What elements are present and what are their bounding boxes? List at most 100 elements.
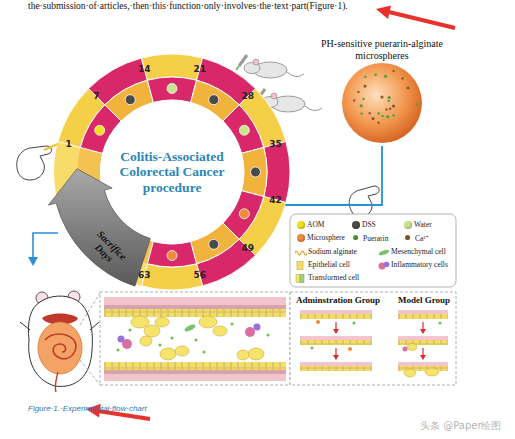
zoom-bracket bbox=[80, 360, 100, 385]
legend-label: Inflammatory cells bbox=[391, 260, 448, 270]
colon-tissue-panel bbox=[129, 329, 132, 332]
colon-tissue-panel bbox=[195, 339, 198, 342]
microsphere-dot bbox=[389, 108, 391, 110]
colon-tissue-panel bbox=[213, 326, 227, 336]
colon-tissue-panel bbox=[131, 316, 149, 328]
mouse-icon bbox=[239, 55, 247, 66]
mesenchymal-symbol bbox=[378, 249, 390, 257]
mouse-illustration bbox=[90, 322, 99, 330]
colon-tissue-panel bbox=[104, 362, 286, 370]
microsphere-dot bbox=[392, 105, 395, 108]
treatment-marker bbox=[239, 209, 249, 219]
watermark: 头条 @Paper绘图 bbox=[420, 419, 502, 433]
legend-label: Water bbox=[414, 220, 432, 230]
legend-swatch bbox=[405, 235, 410, 240]
group-comparison-panel bbox=[398, 336, 448, 340]
group-comparison-panel bbox=[311, 347, 314, 350]
colon-tissue-panel bbox=[104, 374, 286, 381]
legend-label: Transformed cell bbox=[308, 273, 359, 283]
group-comparison-panel bbox=[316, 320, 320, 324]
day-number: 7 bbox=[93, 91, 99, 101]
colon-tissue-panel bbox=[237, 350, 249, 360]
group-comparison-panel bbox=[403, 347, 408, 352]
day-number: 42 bbox=[269, 195, 282, 205]
sacrifice-arrow: Sacrifice Days bbox=[40, 160, 155, 300]
hand-icon bbox=[17, 146, 52, 180]
group-comparison-panel bbox=[290, 292, 456, 385]
mouse-illustration bbox=[28, 296, 92, 386]
legend-swatch bbox=[297, 234, 305, 242]
group-comparison-panel bbox=[353, 322, 356, 325]
inflammatory-symbol bbox=[384, 262, 390, 268]
group-comparison-panel bbox=[290, 292, 456, 385]
colon-tissue-panel bbox=[140, 336, 152, 346]
microsphere-dot bbox=[364, 76, 366, 78]
legend-label: Ca²⁺ bbox=[415, 234, 429, 244]
group-comparison-panel bbox=[422, 322, 423, 330]
colon-tissue-panel bbox=[144, 325, 160, 337]
group-comparison-panel bbox=[398, 310, 448, 377]
colon-tissue-panel bbox=[104, 309, 286, 317]
microsphere-dot bbox=[392, 70, 394, 72]
mouse-icon bbox=[271, 93, 277, 99]
treatment-marker bbox=[95, 125, 105, 135]
day-number: 21 bbox=[193, 64, 206, 74]
colon-tissue-panel bbox=[104, 305, 286, 309]
mouse-icon bbox=[287, 72, 304, 77]
group-comparison-panel bbox=[333, 329, 339, 334]
colon-tissue-panel bbox=[155, 317, 169, 327]
group-comparison-panel bbox=[335, 322, 336, 330]
ring-segment bbox=[141, 54, 202, 80]
treatment-marker bbox=[167, 84, 177, 94]
microsphere-dot bbox=[387, 100, 389, 102]
legend-label: Sodium alginate bbox=[308, 247, 357, 257]
mouse-icon bbox=[253, 59, 259, 65]
treatment-marker bbox=[209, 95, 219, 105]
group-comparison-panel bbox=[300, 362, 372, 366]
colon-tissue-panel bbox=[171, 337, 174, 340]
microsphere-dot bbox=[371, 117, 374, 120]
microsphere-dot bbox=[357, 91, 359, 93]
colon-tissue-panel bbox=[118, 336, 125, 343]
hand-icon bbox=[349, 186, 379, 217]
group-title: Model Group bbox=[398, 295, 450, 305]
colon-tissue-panel bbox=[117, 349, 120, 352]
body-text: the·submission·of·articles,·then·this·fu… bbox=[28, 1, 348, 11]
microsphere-dot bbox=[384, 75, 387, 78]
ring-segment bbox=[147, 242, 196, 267]
sacrifice-arrow-body bbox=[48, 169, 150, 286]
legend-label: Mesenchymal cell bbox=[391, 247, 446, 257]
flow-arrow bbox=[28, 233, 58, 266]
microsphere-dot bbox=[392, 114, 394, 116]
day-number: 63 bbox=[138, 270, 151, 280]
group-comparison-panel bbox=[300, 310, 372, 314]
figure-caption: Figure·1.·Experimental·flow·chart bbox=[28, 404, 147, 413]
ring-segment bbox=[264, 141, 290, 202]
flow-arrow bbox=[33, 233, 58, 258]
group-comparison-panel bbox=[398, 340, 448, 345]
ring-segment bbox=[242, 147, 267, 196]
microsphere-dot bbox=[401, 77, 403, 79]
group-comparison-panel bbox=[422, 348, 423, 356]
legend-label: Epithelial cell bbox=[308, 260, 350, 270]
hand-icon bbox=[349, 186, 379, 217]
treatment-marker bbox=[239, 125, 249, 135]
group-comparison-panel bbox=[398, 314, 448, 319]
mouse-illustration bbox=[20, 291, 99, 392]
arrow-shaft bbox=[389, 12, 455, 28]
colon-tissue-panel bbox=[203, 351, 206, 354]
arrow-head bbox=[376, 6, 391, 20]
microsphere-title: PH-sensitive puerarin-alginate microsphe… bbox=[312, 38, 452, 61]
microsphere-dot bbox=[388, 96, 391, 99]
colon-tissue-panel bbox=[117, 323, 270, 354]
colon-tissue-panel bbox=[248, 348, 264, 360]
day-number: 1 bbox=[65, 139, 71, 149]
group-comparison-panel bbox=[407, 344, 417, 351]
group-comparison-panel bbox=[420, 329, 426, 334]
transformed-symbol bbox=[296, 275, 300, 283]
microsphere-dot bbox=[360, 104, 363, 107]
legend-label: DSS bbox=[362, 220, 376, 230]
microsphere-dot bbox=[386, 115, 389, 118]
colon-tissue-panel bbox=[199, 316, 217, 328]
legend-swatch bbox=[353, 235, 358, 240]
